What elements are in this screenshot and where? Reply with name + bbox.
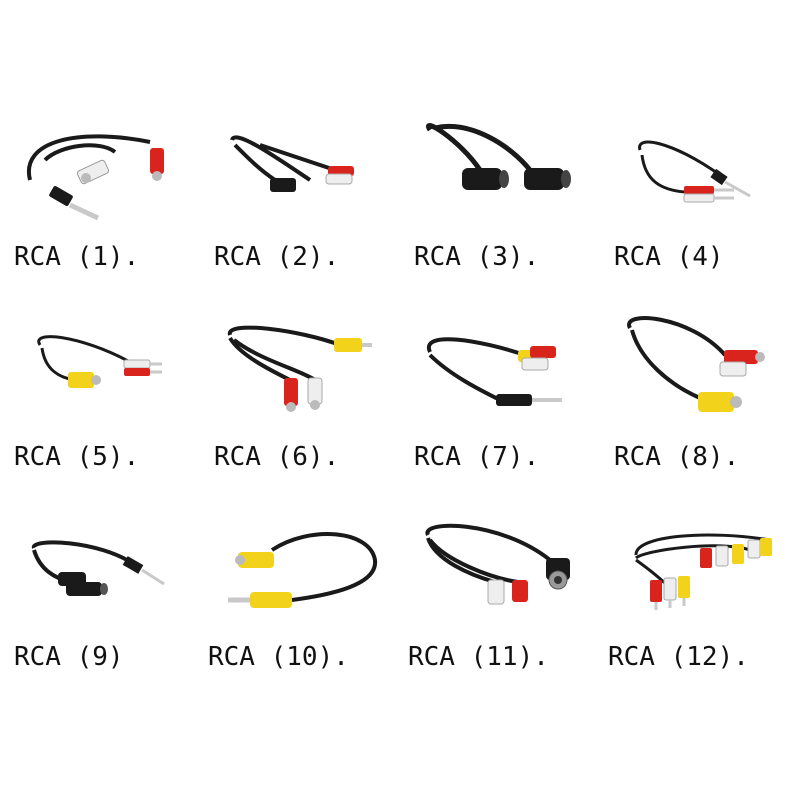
- rca-cable-image-4: [638, 140, 751, 203]
- product-cell-8: RCA (8).: [600, 300, 800, 500]
- product-label-1: RCA (1).: [14, 242, 140, 272]
- product-cell-12: RCA (12).: [600, 500, 800, 700]
- product-cell-4: RCA (4): [600, 100, 800, 300]
- rca-cable-image-7: [426, 337, 562, 406]
- product-cell-6: RCA (6).: [200, 300, 400, 500]
- rca-cable-image-9: [32, 540, 165, 596]
- product-label-6: RCA (6).: [214, 442, 340, 472]
- product-cell-9: RCA (9): [0, 500, 200, 700]
- rca-cable-image-3: [425, 123, 571, 190]
- product-cell-11: RCA (11).: [400, 500, 600, 700]
- product-label-2: RCA (2).: [214, 242, 340, 272]
- product-label-7: RCA (7).: [414, 442, 540, 472]
- rca-cable-image-10: [228, 532, 378, 608]
- rca-cable-image-2: [230, 135, 354, 192]
- rca-cable-image-8: [627, 316, 765, 412]
- product-cell-7: RCA (7).: [400, 300, 600, 500]
- product-label-5: RCA (5).: [14, 442, 140, 472]
- product-label-3: RCA (3).: [414, 242, 540, 272]
- product-cell-1: RCA (1).: [0, 100, 200, 300]
- product-label-12: RCA (12).: [608, 642, 749, 672]
- product-cell-10: RCA (10).: [200, 500, 400, 700]
- product-label-10: RCA (10).: [208, 642, 349, 672]
- product-cell-5: RCA (5).: [0, 300, 200, 500]
- rca-cable-image-11: [425, 523, 570, 605]
- rca-cable-image-6: [227, 325, 372, 412]
- rca-cable-image-12: [634, 533, 772, 610]
- product-label-4: RCA (4): [614, 242, 724, 272]
- rca-cable-image-5: [37, 335, 162, 388]
- product-cell-2: RCA (2).: [200, 100, 400, 300]
- product-label-11: RCA (11).: [408, 642, 549, 672]
- product-cell-3: RCA (3).: [400, 100, 600, 300]
- rca-cable-image-1: [26, 134, 164, 221]
- product-label-8: RCA (8).: [614, 442, 740, 472]
- product-label-9: RCA (9): [14, 642, 124, 672]
